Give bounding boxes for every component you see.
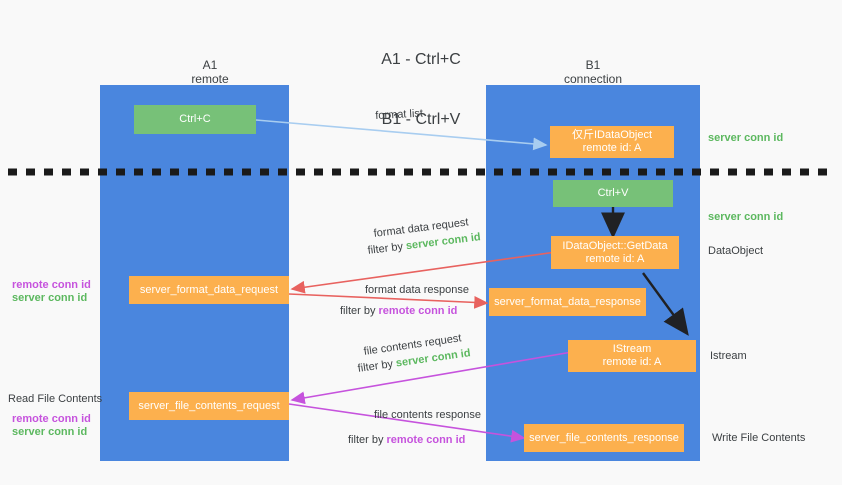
annotation-remote-conn-id-1: remote conn id	[12, 279, 91, 291]
box-ctrl-c[interactable]: Ctrl+C	[134, 105, 256, 134]
annotation-istream: Istream	[710, 350, 747, 362]
label-format-list: format list	[375, 107, 424, 122]
title-line-1: A1 - Ctrl+C	[381, 51, 461, 68]
annotation-server-conn-id-top: server conn id	[708, 132, 784, 144]
column-b1-sub: connection	[563, 72, 623, 86]
filter-value-2: remote conn id	[378, 305, 458, 317]
filter-value-4: remote conn id	[386, 434, 466, 446]
annotation-server-conn-id-2: server conn id	[12, 426, 88, 438]
label-file-contents-response-filter: filter by remote conn id	[348, 434, 465, 447]
box-getdata-line1: IDataObject::GetData	[562, 239, 668, 252]
column-b1-name: B1	[585, 58, 601, 72]
box-idataobject[interactable]: 仅斤IDataObject remote id: A	[550, 126, 674, 158]
filter-prefix-3: filter by	[357, 357, 397, 375]
label-file-contents-response: file contents response	[374, 409, 482, 421]
annotation-dataobject: DataObject	[708, 245, 764, 257]
filter-prefix-1: filter by	[367, 240, 407, 257]
box-istream-line2: remote id: A	[602, 356, 662, 368]
annotation-server-conn-id-1: server conn id	[12, 292, 88, 304]
box-ctrl-v[interactable]: Ctrl+V	[553, 180, 673, 207]
box-idataobject-getdata[interactable]: IDataObject::GetData remote id: A	[551, 236, 679, 269]
box-server-file-contents-response[interactable]: server_file_contents_response	[524, 424, 684, 452]
label-format-data-response: format data response	[365, 284, 469, 296]
filter-prefix-4: filter by	[348, 434, 387, 446]
box-getdata-line2: remote id: A	[585, 252, 645, 265]
filter-prefix-2: filter by	[340, 305, 379, 317]
annotation-write-file-contents: Write File Contents	[712, 432, 806, 444]
annotation-remote-conn-id-2: remote conn id	[12, 413, 91, 425]
column-header-b1: B1 connection	[513, 58, 673, 86]
column-a1-name: A1	[202, 58, 218, 72]
box-server-format-data-request[interactable]: server_format_data_request	[129, 276, 289, 304]
column-header-a1: A1 remote	[130, 58, 290, 86]
box-server-format-data-response[interactable]: server_format_data_response	[489, 288, 646, 316]
annotation-read-file-contents: Read File Contents	[8, 393, 103, 405]
box-idataobject-line1: 仅斤IDataObject	[571, 129, 653, 141]
box-server-file-contents-request[interactable]: server_file_contents_request	[129, 392, 289, 420]
label-format-data-response-filter: filter by remote conn id	[340, 305, 457, 318]
annotation-server-conn-id-second: server conn id	[708, 211, 784, 223]
column-a1-sub: remote	[191, 72, 229, 86]
box-istream[interactable]: IStream remote id: A	[568, 340, 696, 372]
box-idataobject-line2: remote id: A	[582, 142, 642, 154]
box-istream-line1: IStream	[612, 343, 652, 355]
